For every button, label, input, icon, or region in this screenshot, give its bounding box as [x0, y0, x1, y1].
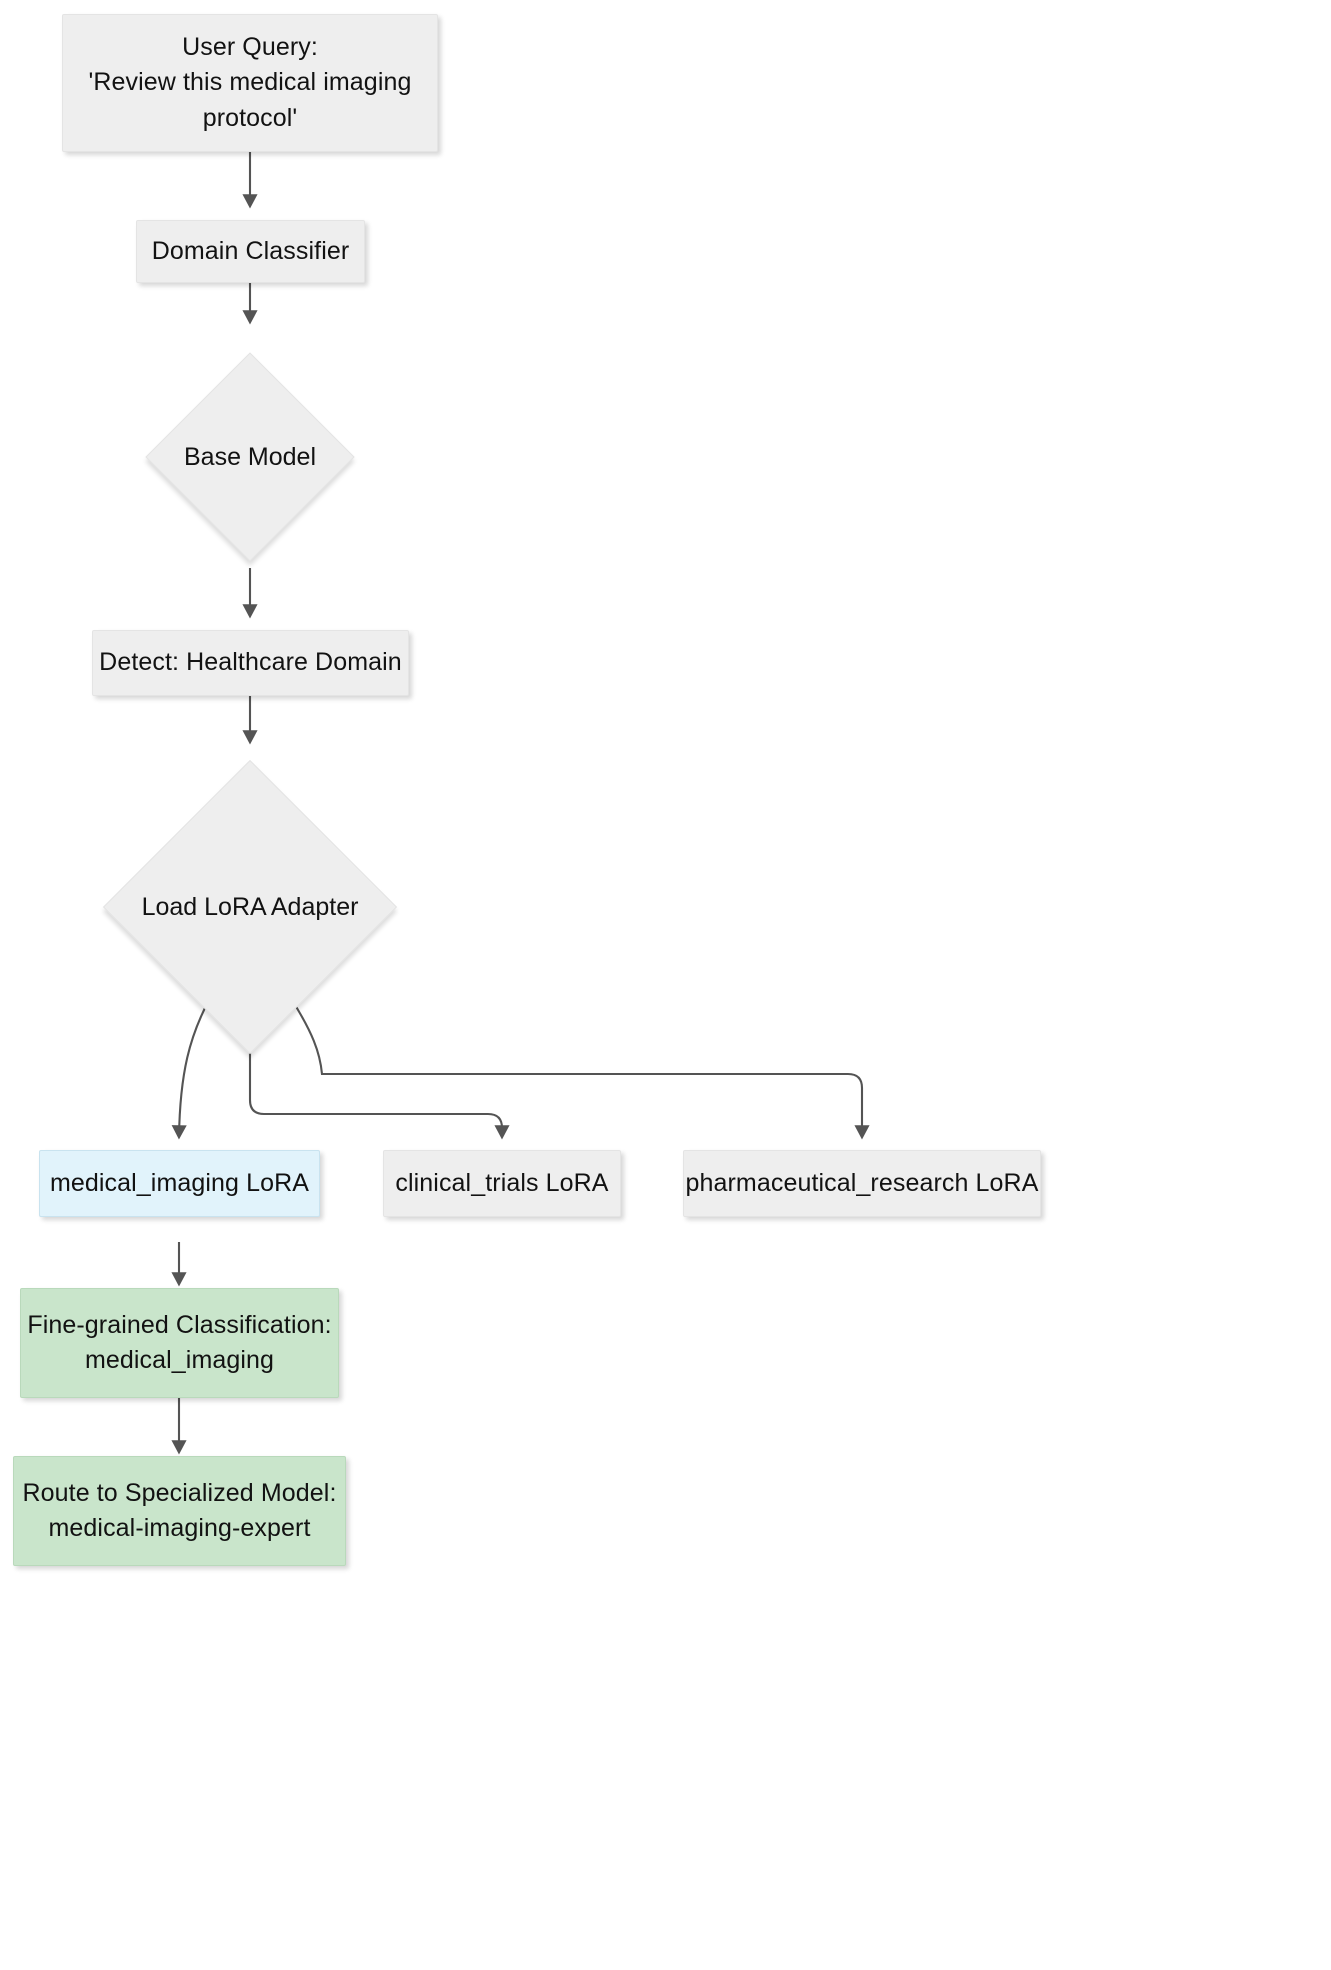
node-detect-healthcare-domain-label: Detect: Healthcare Domain — [99, 648, 402, 677]
node-load-lora-adapter-label: Load LoRA Adapter — [141, 892, 359, 921]
node-medical-imaging-lora-label: medical_imaging LoRA — [49, 1168, 310, 1197]
node-domain-classifier[interactable]: Domain Classifier — [136, 220, 365, 283]
node-route-to-specialized-model-label: Route to Specialized Model: medical-imag… — [22, 1478, 337, 1543]
node-clinical-trials-lora[interactable]: clinical_trials LoRA — [383, 1150, 621, 1217]
node-pharmaceutical-research-lora[interactable]: pharmaceutical_research LoRA — [683, 1150, 1041, 1217]
node-route-to-specialized-model[interactable]: Route to Specialized Model: medical-imag… — [13, 1456, 346, 1566]
edge-load-lora-to-clinical-trials — [248, 1040, 510, 1140]
node-load-lora-adapter[interactable]: Load LoRA Adapter — [102, 759, 398, 1055]
node-detect-healthcare-domain[interactable]: Detect: Healthcare Domain — [92, 630, 409, 696]
node-user-query[interactable]: User Query: 'Review this medical imaging… — [62, 14, 438, 152]
node-domain-classifier-label: Domain Classifier — [151, 236, 350, 265]
node-pharmaceutical-research-lora-label: pharmaceutical_research LoRA — [685, 1168, 1039, 1197]
edge-load-lora-to-pharmaceutical-research — [291, 999, 870, 1140]
node-user-query-label: User Query: 'Review this medical imaging… — [88, 32, 412, 132]
node-base-model[interactable]: Base Model — [145, 352, 355, 562]
node-clinical-trials-lora-label: clinical_trials LoRA — [395, 1168, 609, 1197]
node-medical-imaging-lora[interactable]: medical_imaging LoRA — [39, 1150, 320, 1217]
node-base-model-label: Base Model — [183, 442, 317, 471]
edge-load-lora-to-medical-imaging — [171, 999, 210, 1140]
node-fine-grained-classification-label: Fine-grained Classification: medical_ima… — [27, 1310, 332, 1375]
node-fine-grained-classification[interactable]: Fine-grained Classification: medical_ima… — [20, 1288, 339, 1398]
